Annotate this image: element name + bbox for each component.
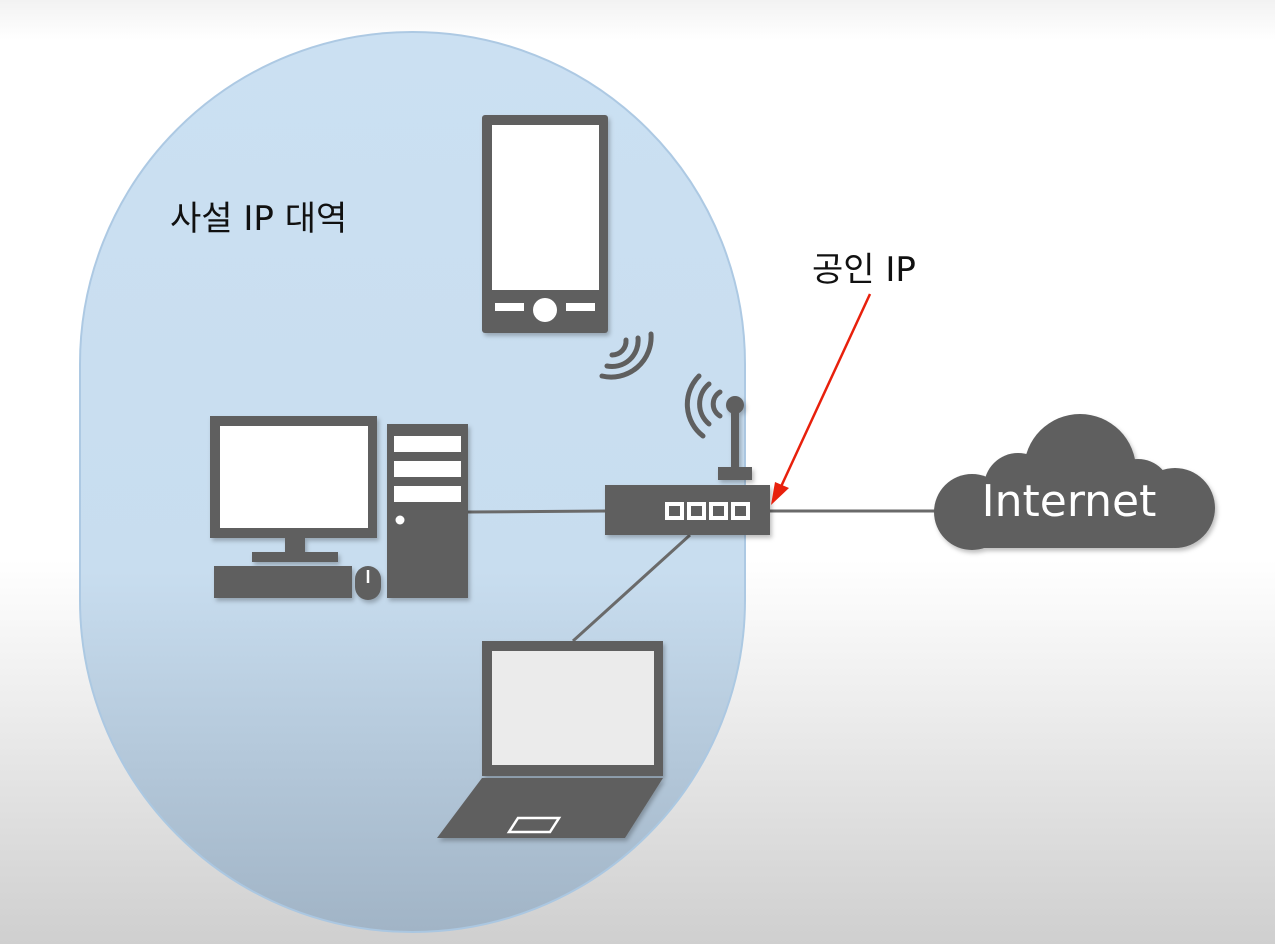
cloud-icon: [934, 414, 1215, 550]
network-links: [467, 509, 935, 643]
router-wifi-signal-icon: [684, 373, 723, 439]
router-icon: [605, 396, 770, 535]
laptop-icon: [437, 641, 663, 838]
desktop-computer-icon: [210, 416, 468, 600]
smartphone-icon: [482, 115, 608, 333]
public-ip-arrow: [771, 293, 872, 505]
link-router-laptop: [571, 533, 692, 643]
wifi-signal-icon: [599, 331, 654, 380]
internet-label: Internet: [982, 476, 1157, 527]
private-ip-zone-label: 사설 IP 대역: [170, 199, 347, 239]
link-desktop-router: [467, 509, 607, 514]
public-ip-label: 공인 IP: [812, 250, 916, 290]
